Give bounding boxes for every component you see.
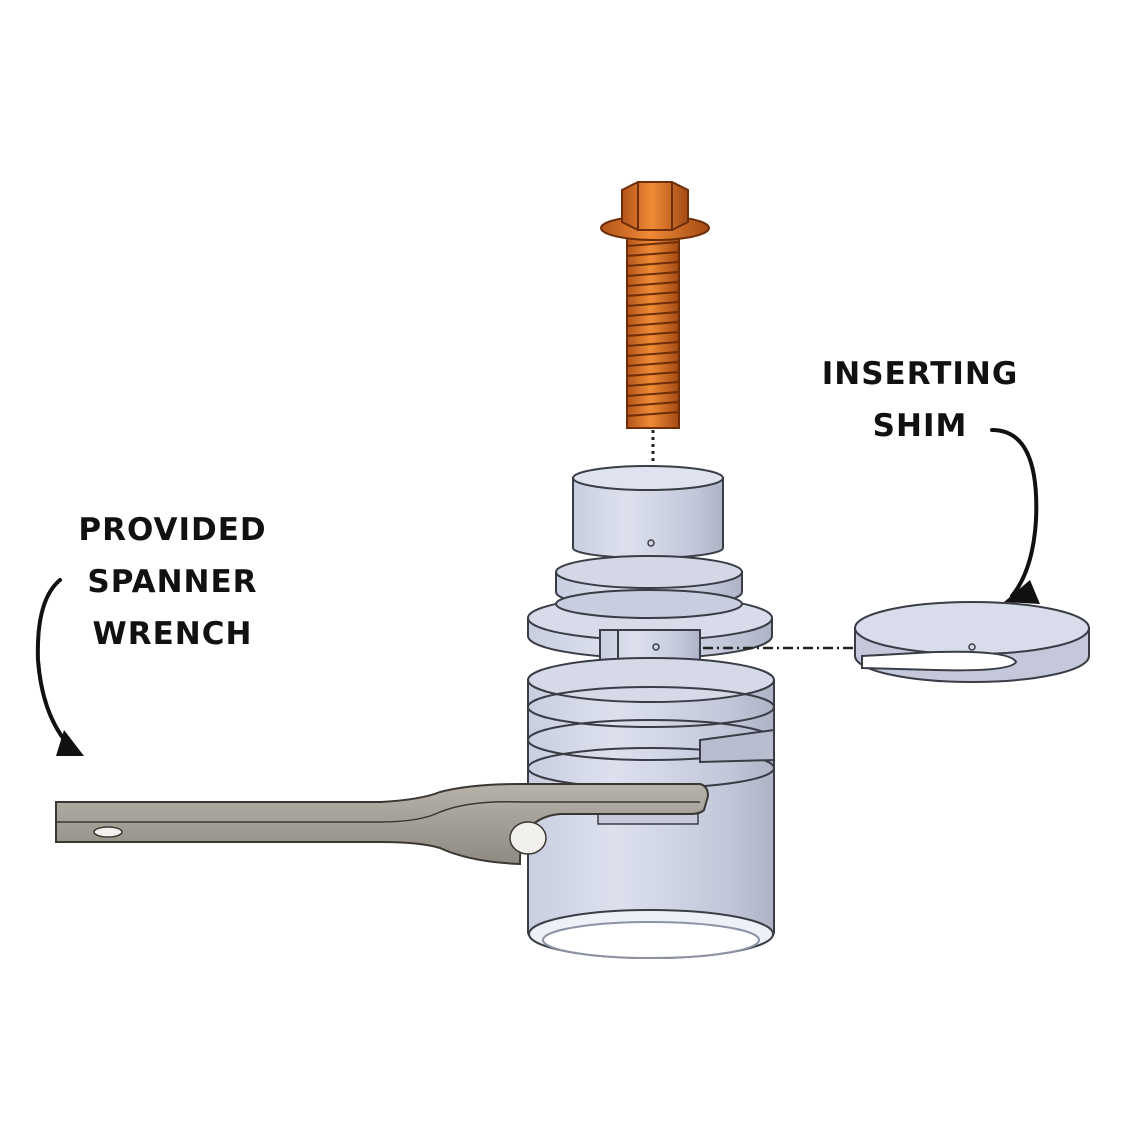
bolt-thread-lines — [626, 241, 680, 417]
shim — [854, 601, 1090, 683]
wrench-hole — [93, 826, 123, 838]
top-cap — [572, 465, 724, 559]
bolt — [600, 181, 710, 429]
wrench-arrow — [35, 578, 68, 744]
wrench-label-line1: PROVIDED — [78, 512, 267, 548]
wrench-label-line3: WRENCH — [92, 616, 253, 652]
shim-label-line2: SHIM — [872, 408, 968, 444]
bolt-hex-head — [621, 181, 689, 231]
shim-slot — [861, 650, 1018, 672]
spanner-wrench-label: PROVIDED SPANNER WRENCH — [60, 504, 285, 660]
wrench-arrow-head-icon — [56, 730, 84, 756]
shim-label-line1: INSERTING — [821, 356, 1019, 392]
lower-body — [527, 657, 775, 959]
spanner-wrench — [55, 783, 710, 866]
shim-arrow-head-icon — [1004, 580, 1040, 604]
wrench-label-line2: SPANNER — [87, 564, 258, 600]
shim-arrow — [990, 428, 1039, 598]
inserting-shim-label: INSERTING SHIM — [815, 348, 1025, 452]
